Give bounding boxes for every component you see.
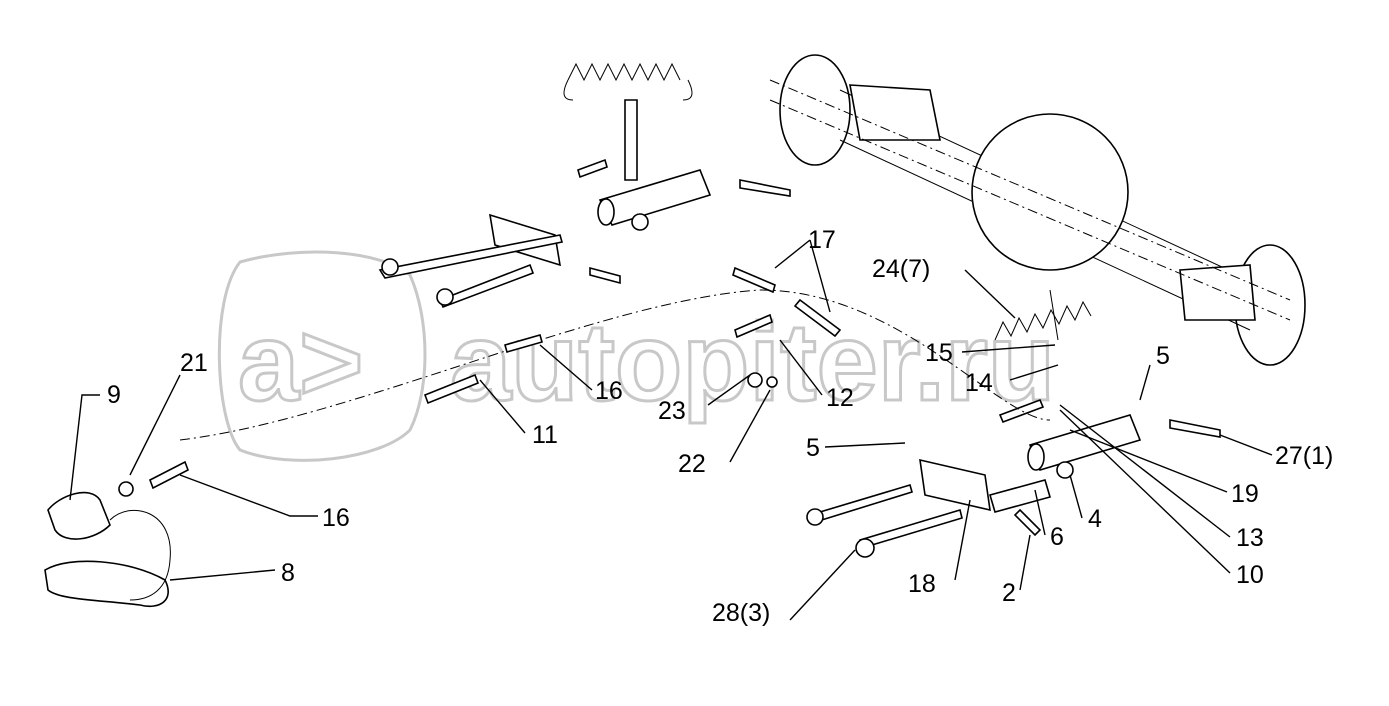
label-11: 11 bbox=[532, 421, 558, 449]
label-9: 9 bbox=[107, 381, 121, 409]
hose-line bbox=[44, 266, 1051, 607]
axle-assembly bbox=[769, 54, 1306, 366]
label-14: 14 bbox=[965, 369, 993, 397]
label-17: 17 bbox=[808, 226, 836, 254]
label-24: 24(7) bbox=[872, 255, 930, 283]
watermark-text: autopiter.ru bbox=[450, 301, 1055, 424]
label-18: 18 bbox=[908, 570, 936, 598]
watermark-logo: a> bbox=[238, 301, 363, 424]
label-5-right: 5 bbox=[1156, 342, 1170, 370]
springs bbox=[563, 62, 1092, 341]
label-5-mid: 5 bbox=[806, 434, 820, 462]
detail-circle bbox=[971, 113, 1129, 271]
label-4: 4 bbox=[1088, 505, 1102, 533]
upper-cylinder-group bbox=[378, 99, 791, 309]
label-27: 27(1) bbox=[1275, 442, 1333, 470]
label-19: 19 bbox=[1231, 480, 1259, 508]
label-16-upper: 16 bbox=[595, 377, 623, 405]
label-10: 10 bbox=[1236, 561, 1264, 589]
leader-lines bbox=[69, 239, 1273, 621]
label-28: 28(3) bbox=[712, 599, 770, 627]
lower-cylinder-group bbox=[806, 398, 1221, 558]
label-15: 15 bbox=[925, 339, 953, 367]
label-13: 13 bbox=[1236, 524, 1264, 552]
callout-labels: 17 24(7) 21 9 16 23 12 15 14 5 11 22 5 2… bbox=[107, 226, 1333, 627]
label-2: 2 bbox=[1002, 579, 1016, 607]
label-6: 6 bbox=[1050, 523, 1064, 551]
label-22: 22 bbox=[678, 450, 706, 478]
label-16-lower: 16 bbox=[322, 504, 350, 532]
watermark: a> autopiter.ru bbox=[217, 250, 1057, 462]
label-21: 21 bbox=[180, 349, 208, 377]
label-12: 12 bbox=[826, 384, 854, 412]
label-23: 23 bbox=[658, 397, 686, 425]
label-8: 8 bbox=[281, 559, 295, 587]
